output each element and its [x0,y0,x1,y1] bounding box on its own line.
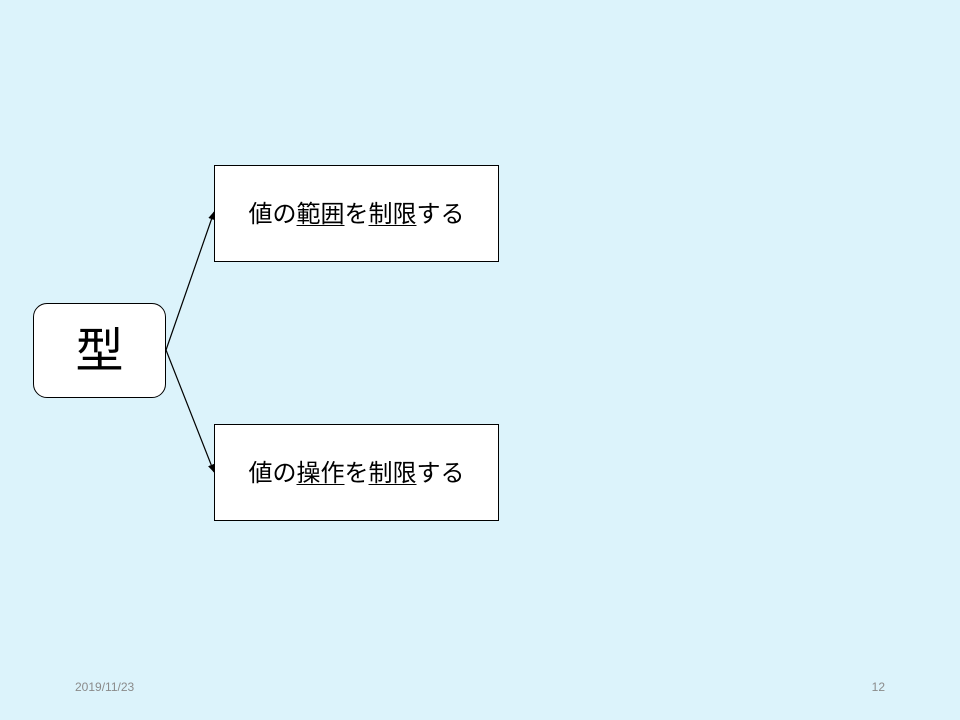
footer-date: 2019/11/23 [75,680,135,694]
branch-node-operation: 値の操作を制限する [214,424,499,521]
connector-arrow-to-bottom-branch [165,349,215,473]
branch-operation-particle: を [344,458,369,487]
branch-range-particle: を [344,199,369,228]
branch-range-emphasis-range: 範囲 [296,199,345,228]
branch-operation-prefix: 値の [248,458,297,487]
root-node-label: 型 [75,322,124,379]
footer-page-number: 12 [871,680,885,694]
connector-arrow-to-top-branch [165,211,215,351]
branch-operation-emphasis-operation: 操作 [296,458,345,487]
branch-range-emphasis-restrict: 制限 [368,199,417,228]
root-node-type: 型 [33,303,166,398]
branch-range-prefix: 値の [248,199,297,228]
branch-operation-emphasis-restrict: 制限 [368,458,417,487]
branch-range-suffix: する [416,199,465,228]
branch-node-range: 値の範囲を制限する [214,165,499,262]
branch-operation-suffix: する [416,458,465,487]
